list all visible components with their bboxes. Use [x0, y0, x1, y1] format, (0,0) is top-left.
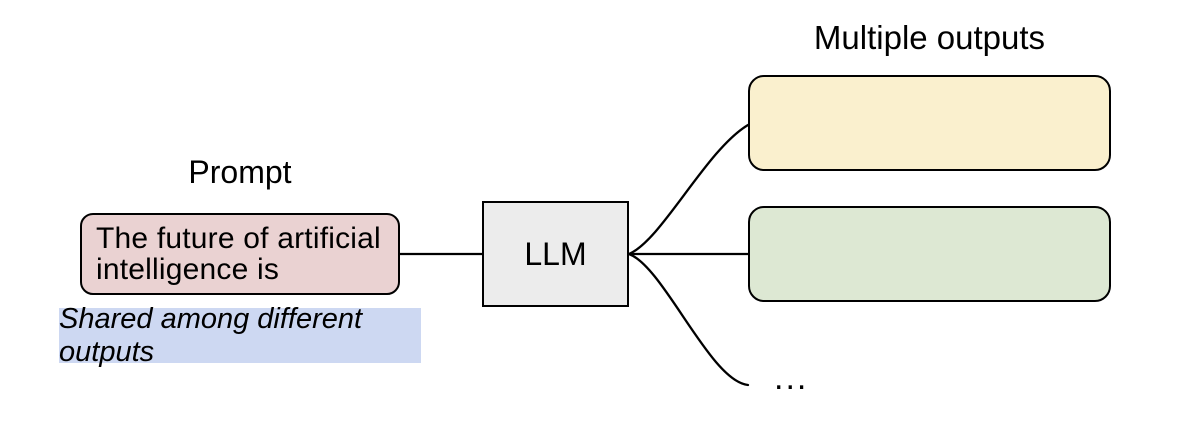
shared-note-text: Shared among different outputs	[59, 302, 363, 368]
outputs-title: Multiple outputs	[813, 19, 1046, 56]
connector-llm-to-output-1	[627, 123, 750, 256]
shared-note: Shared among different outputs	[59, 303, 421, 368]
prompt-box-text-line1: The future of artificial	[96, 222, 381, 255]
connector-llm-to-ellipsis	[627, 252, 750, 387]
prompt-box: The future of artificial intelligence is	[80, 213, 400, 295]
llm-box-label: LLM	[524, 235, 587, 272]
output-box-1	[748, 75, 1111, 171]
prompt-box-text-line2: intelligence is	[96, 253, 280, 286]
more-outputs-ellipsis: ...	[774, 359, 809, 397]
output-box-2	[748, 206, 1111, 302]
llm-box: LLM	[482, 201, 629, 307]
prompt-title: Prompt	[188, 154, 292, 190]
